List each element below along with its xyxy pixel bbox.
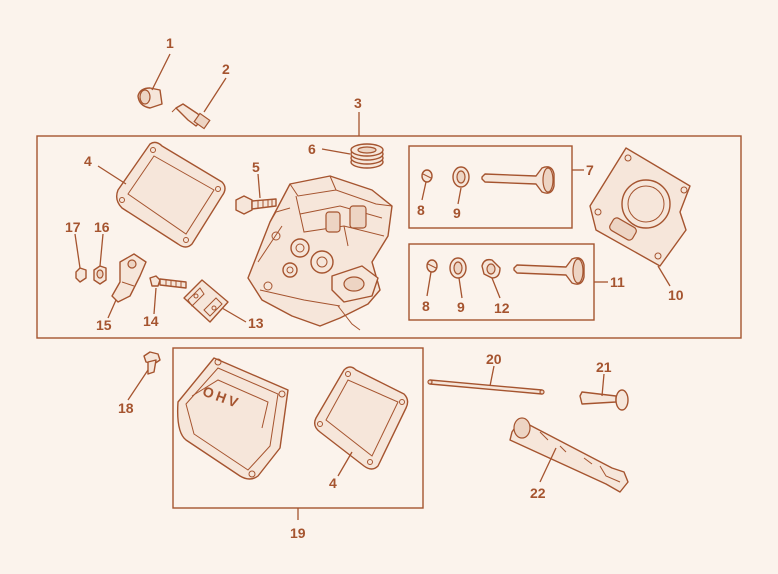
label-part-12: 12 xyxy=(494,300,510,316)
part-18-cover-bolt xyxy=(143,351,161,375)
label-part-1: 1 xyxy=(166,35,174,51)
part-10-head-gasket xyxy=(589,147,691,267)
label-part-13: 13 xyxy=(248,315,264,331)
label-part-4-lower: 4 xyxy=(329,475,337,491)
label-part-9-lower: 9 xyxy=(457,299,465,315)
part-6-valve-spring xyxy=(350,143,384,169)
part-number-labels: 1 2 3 4 5 6 7 8 9 10 11 8 9 12 13 14 15 … xyxy=(65,35,684,541)
label-part-8-upper: 8 xyxy=(417,202,425,218)
label-part-20: 20 xyxy=(486,351,502,367)
part-8-valve-retainer-upper xyxy=(421,169,433,183)
part-13-guide-plate xyxy=(183,279,229,323)
part-22-camshaft xyxy=(509,417,629,493)
intake-valve-group-frame xyxy=(408,145,573,229)
label-part-19: 19 xyxy=(290,525,306,541)
part-17-pivot-nut xyxy=(75,267,87,283)
part-14-rocker-stud xyxy=(149,275,187,289)
part-19-head-cover: OHV xyxy=(176,357,289,480)
label-part-11: 11 xyxy=(610,274,625,290)
label-part-22: 22 xyxy=(530,485,546,501)
part-5-head-bolt xyxy=(235,195,277,215)
part-21-tappet xyxy=(579,389,629,411)
part-9-valve-seal-lower xyxy=(449,257,467,279)
part-8-valve-retainer-lower xyxy=(426,259,438,273)
cylinder-head-assembly-frame xyxy=(36,135,742,339)
label-part-6: 6 xyxy=(308,141,316,157)
label-part-2: 2 xyxy=(222,61,230,77)
label-part-10: 10 xyxy=(668,287,684,303)
label-part-18: 18 xyxy=(118,400,134,416)
part-20-push-rod xyxy=(427,379,545,395)
label-part-5: 5 xyxy=(252,159,260,175)
label-part-3: 3 xyxy=(354,95,362,111)
part-9-valve-seal-upper xyxy=(452,166,470,188)
label-part-8-lower: 8 xyxy=(422,298,430,314)
label-part-21: 21 xyxy=(596,359,612,375)
part-4-gasket-upper xyxy=(115,141,226,248)
label-part-4-upper: 4 xyxy=(84,153,92,169)
label-part-14: 14 xyxy=(143,313,159,329)
part-1-breather-elbow xyxy=(137,87,163,109)
part-2-spark-plug xyxy=(171,103,211,130)
part-3-cylinder-head xyxy=(247,175,393,331)
part-16-pivot-bolt xyxy=(93,265,107,285)
part-15-rocker-arm xyxy=(111,253,147,303)
label-part-15: 15 xyxy=(96,317,112,333)
label-part-17: 17 xyxy=(65,219,81,235)
part-12-valve-rotator xyxy=(481,258,501,279)
label-part-9-upper: 9 xyxy=(453,205,461,221)
leader-lines xyxy=(74,53,671,520)
part-4-gasket-lower xyxy=(313,366,409,470)
part-7-intake-valve xyxy=(481,166,555,194)
part-11-exhaust-valve xyxy=(513,257,585,285)
label-part-16: 16 xyxy=(94,219,110,235)
label-part-7: 7 xyxy=(586,162,594,178)
